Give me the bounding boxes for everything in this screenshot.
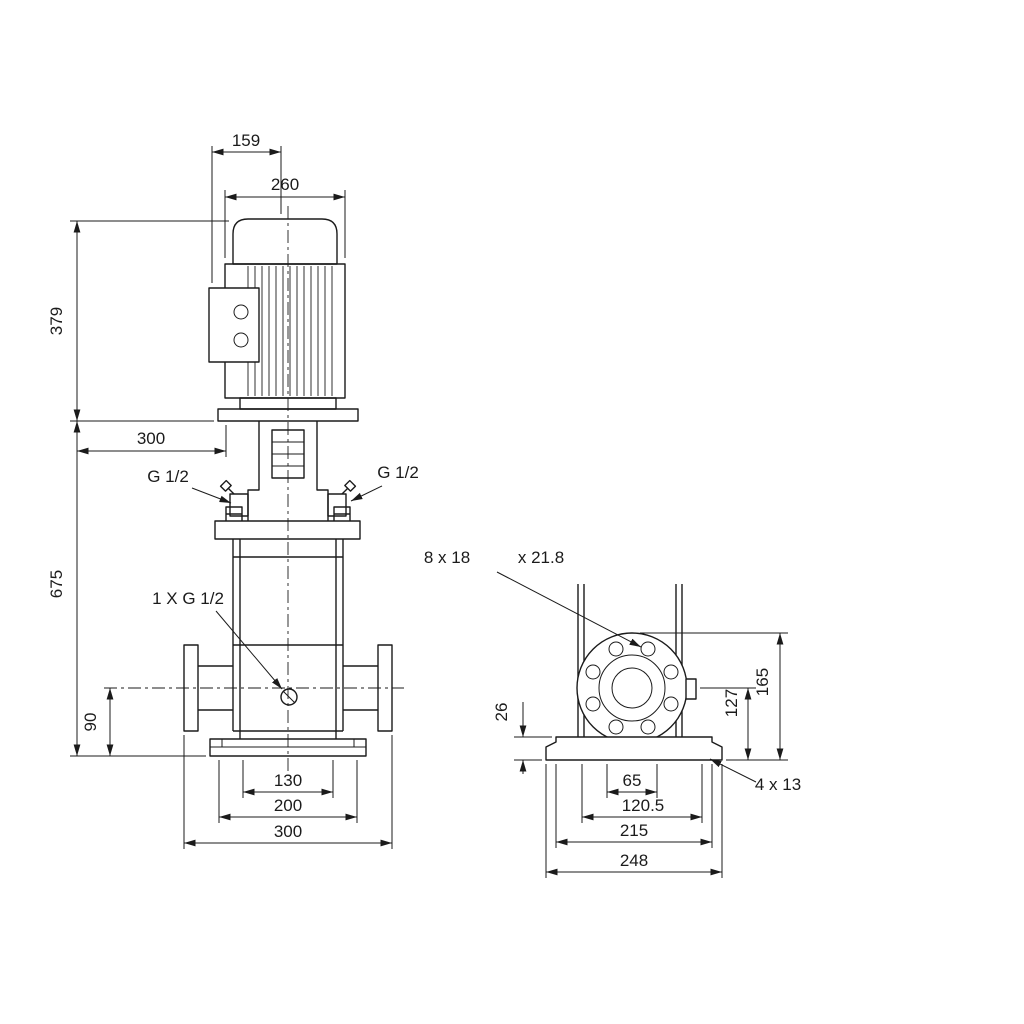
terminal-box-screw-icon <box>233 304 249 320</box>
dim-65: 65 <box>623 771 642 790</box>
label-spotface: x 21.8 <box>518 548 564 567</box>
vent-port-left <box>229 493 249 517</box>
base-plate <box>209 738 367 757</box>
dim-200: 200 <box>274 796 302 815</box>
flange-bolt-holes <box>585 641 679 735</box>
dim-165: 165 <box>753 668 772 696</box>
front-view <box>104 206 404 776</box>
vent-plug-right-icon <box>341 479 357 495</box>
front-view-dimensions: 159 260 379 300 675 90 G 1/2 G 1/2 1 X G… <box>47 131 419 849</box>
ext-lines-26 <box>514 736 552 761</box>
staybolt-nut-left <box>225 506 243 521</box>
leader-base-holes <box>709 758 757 783</box>
ext-lines-379 <box>70 220 229 422</box>
coupling-bolt-lines <box>272 441 304 467</box>
ext-lines-260 <box>224 190 346 258</box>
side-view <box>545 584 723 761</box>
dim-120-5: 120.5 <box>622 796 665 815</box>
side-view-dimensions: 8 x 18 x 21.8 26 127 165 4 x 13 65 120.5… <box>424 548 801 878</box>
vent-plug-left-icon <box>219 479 235 495</box>
base-pedestal <box>239 731 337 739</box>
flange-bore <box>611 667 653 709</box>
dim-127: 127 <box>722 689 741 717</box>
dim-90: 90 <box>81 713 100 732</box>
staybolt-nut-right <box>333 506 351 521</box>
dim-215: 215 <box>620 821 648 840</box>
ext-lines-120-5 <box>581 764 703 823</box>
drain-plug-icon <box>280 688 298 706</box>
ext-lines-200 <box>218 760 358 823</box>
label-base-holes: 4 x 13 <box>755 775 801 794</box>
ext-lines-215 <box>555 764 713 848</box>
label-drain: 1 X G 1/2 <box>152 589 224 608</box>
dim-26: 26 <box>492 703 511 722</box>
port-flange-face <box>576 632 688 744</box>
pump-head-flange <box>214 520 361 540</box>
leader-vent-left <box>191 487 232 504</box>
ext-lines-159 <box>211 146 282 283</box>
chamber-stack <box>232 539 344 732</box>
dim-159: 159 <box>232 131 260 150</box>
dim-300-bottom: 300 <box>274 822 302 841</box>
terminal-box-screw-icon <box>233 332 249 348</box>
leader-bolt-holes <box>496 571 642 648</box>
leader-vent-right <box>350 485 383 502</box>
dim-300-upper: 300 <box>137 429 165 448</box>
motor-cooling-fins <box>247 266 333 396</box>
ext-lines-300-bottom <box>183 735 393 849</box>
flange-side-tap <box>685 678 697 700</box>
label-bolt-holes: 8 x 18 <box>424 548 470 567</box>
dim-260: 260 <box>271 175 299 194</box>
flange-raised-face <box>598 654 666 722</box>
dim-379: 379 <box>47 307 66 335</box>
base-plate-side <box>545 736 723 761</box>
motor-flange <box>217 408 359 422</box>
dim-675: 675 <box>47 570 66 598</box>
dim-248: 248 <box>620 851 648 870</box>
label-vent-left: G 1/2 <box>147 467 189 486</box>
fan-cover <box>232 218 338 265</box>
ext-lines-248 <box>545 764 723 878</box>
leader-drain <box>215 610 283 690</box>
terminal-box <box>208 287 260 363</box>
port-pipes <box>198 665 378 711</box>
dim-130: 130 <box>274 771 302 790</box>
vent-port-right <box>327 493 347 517</box>
label-vent-right: G 1/2 <box>377 463 419 482</box>
